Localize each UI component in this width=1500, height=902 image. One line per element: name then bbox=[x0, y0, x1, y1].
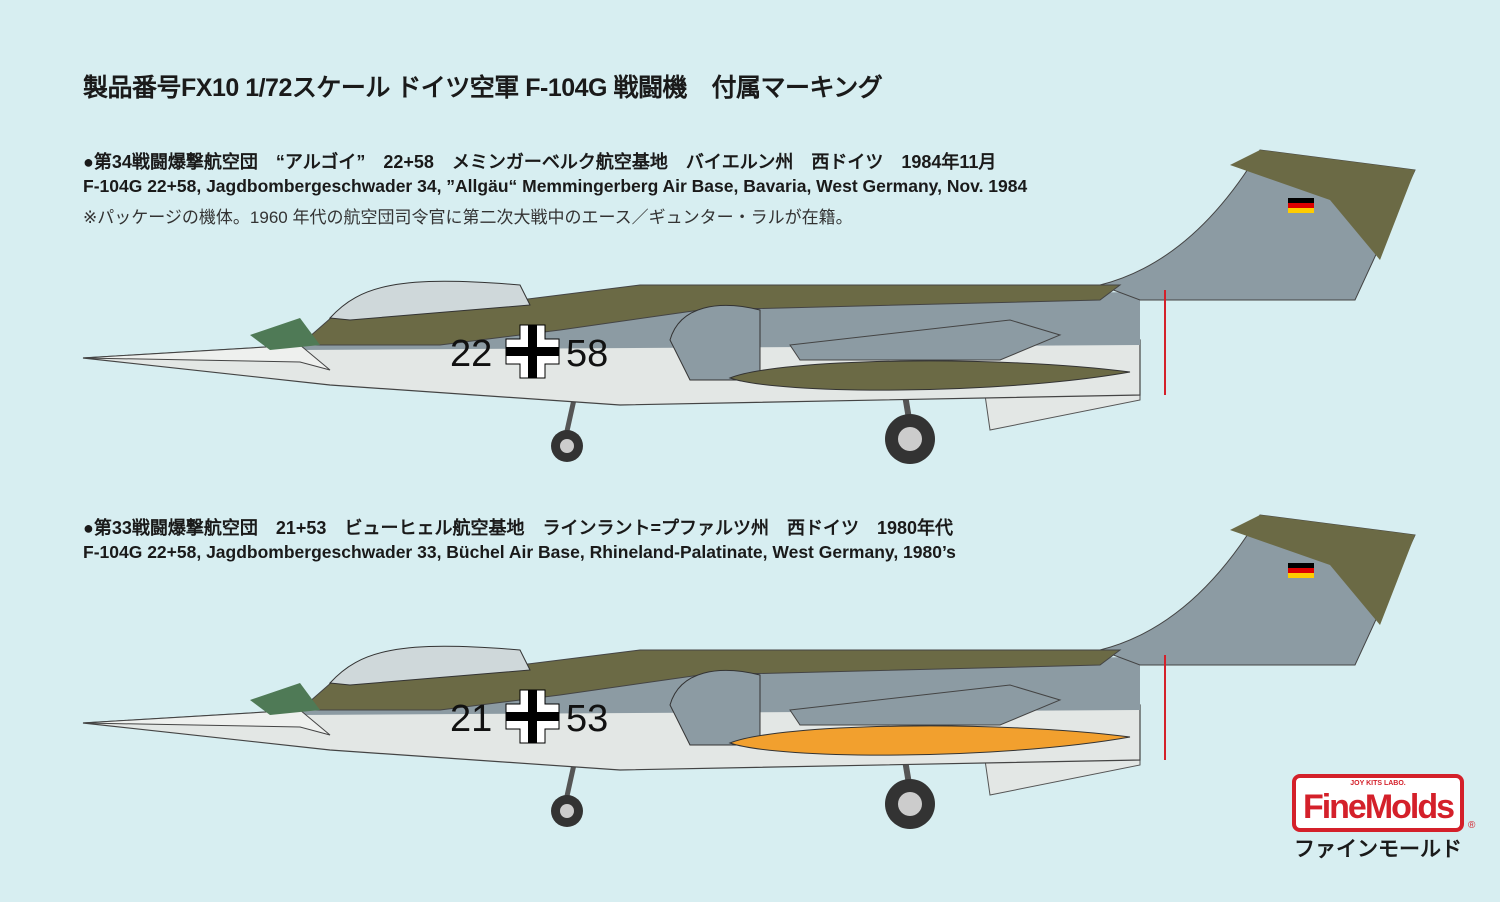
code-left: 21 bbox=[450, 698, 492, 740]
code-left: 22 bbox=[450, 333, 492, 375]
aircraft-detail bbox=[506, 325, 559, 378]
german-flag bbox=[1288, 563, 1314, 568]
page-title: 製品番号FX10 1/72スケール ドイツ空軍 F-104G 戦闘機 付属マーキ… bbox=[83, 74, 883, 102]
canopy bbox=[328, 280, 531, 321]
aircraft-detail bbox=[898, 792, 922, 816]
scheme2-heading-en: F-104G 22+58, Jagdbombergeschwader 33, B… bbox=[83, 542, 956, 562]
wingtip-tank bbox=[728, 725, 1131, 756]
nose-radome-green bbox=[250, 318, 320, 350]
nose-cone bbox=[82, 709, 331, 736]
aircraft-profile-2: 21 53 bbox=[82, 514, 1416, 829]
registered-mark: ® bbox=[1468, 820, 1476, 831]
german-flag bbox=[1288, 568, 1314, 573]
aircraft-profile-1: 22 58 bbox=[82, 149, 1416, 464]
wing bbox=[789, 319, 1062, 361]
german-flag bbox=[1288, 198, 1314, 203]
german-flag bbox=[1288, 573, 1314, 578]
aircraft-detail bbox=[560, 439, 574, 453]
logo-wordmark: FineMolds bbox=[1302, 788, 1455, 826]
balkenkreuz bbox=[505, 689, 560, 744]
scheme1-heading-jp: ●第34戦闘爆撃航空団 “アルゴイ” 22+58 メミンガーベルク航空基地 バイ… bbox=[83, 152, 997, 172]
landing-gear bbox=[551, 394, 935, 464]
air-intake bbox=[669, 304, 761, 381]
scheme2-heading-jp: ●第33戦闘爆撃航空団 21+53 ビューヒェル航空基地 ラインラント=プファル… bbox=[83, 518, 953, 538]
tail-camo bbox=[1230, 515, 1415, 625]
air-intake bbox=[669, 669, 761, 746]
landing-gear bbox=[551, 759, 935, 829]
aircraft-detail bbox=[506, 690, 559, 743]
code-right: 58 bbox=[566, 333, 608, 375]
nose-radome-green bbox=[250, 683, 320, 715]
wingtip-tank bbox=[728, 360, 1131, 391]
aircraft-detail bbox=[898, 427, 922, 451]
tail-camo bbox=[1230, 150, 1415, 260]
code-right: 53 bbox=[566, 698, 608, 740]
balkenkreuz bbox=[505, 324, 560, 379]
wing bbox=[789, 684, 1062, 726]
german-flag bbox=[1288, 208, 1314, 213]
scheme1-heading-en: F-104G 22+58, Jagdbombergeschwader 34, ”… bbox=[83, 176, 1028, 196]
scheme1-note: ※パッケージの機体。1960 年代の航空団司令官に第二次大戦中のエース／ギュンタ… bbox=[83, 208, 853, 227]
german-flag bbox=[1288, 203, 1314, 208]
nose-cone bbox=[82, 344, 331, 371]
aircraft-detail bbox=[560, 804, 574, 818]
logo-kana: ファインモールド bbox=[1294, 838, 1462, 861]
logo-box: JOY KITS LABO. FineMolds bbox=[1292, 774, 1464, 832]
finemolds-logo: JOY KITS LABO. FineMolds ® ファインモールド bbox=[1292, 774, 1475, 862]
canopy bbox=[328, 645, 531, 686]
logo-tagline: JOY KITS LABO. bbox=[1350, 780, 1406, 787]
